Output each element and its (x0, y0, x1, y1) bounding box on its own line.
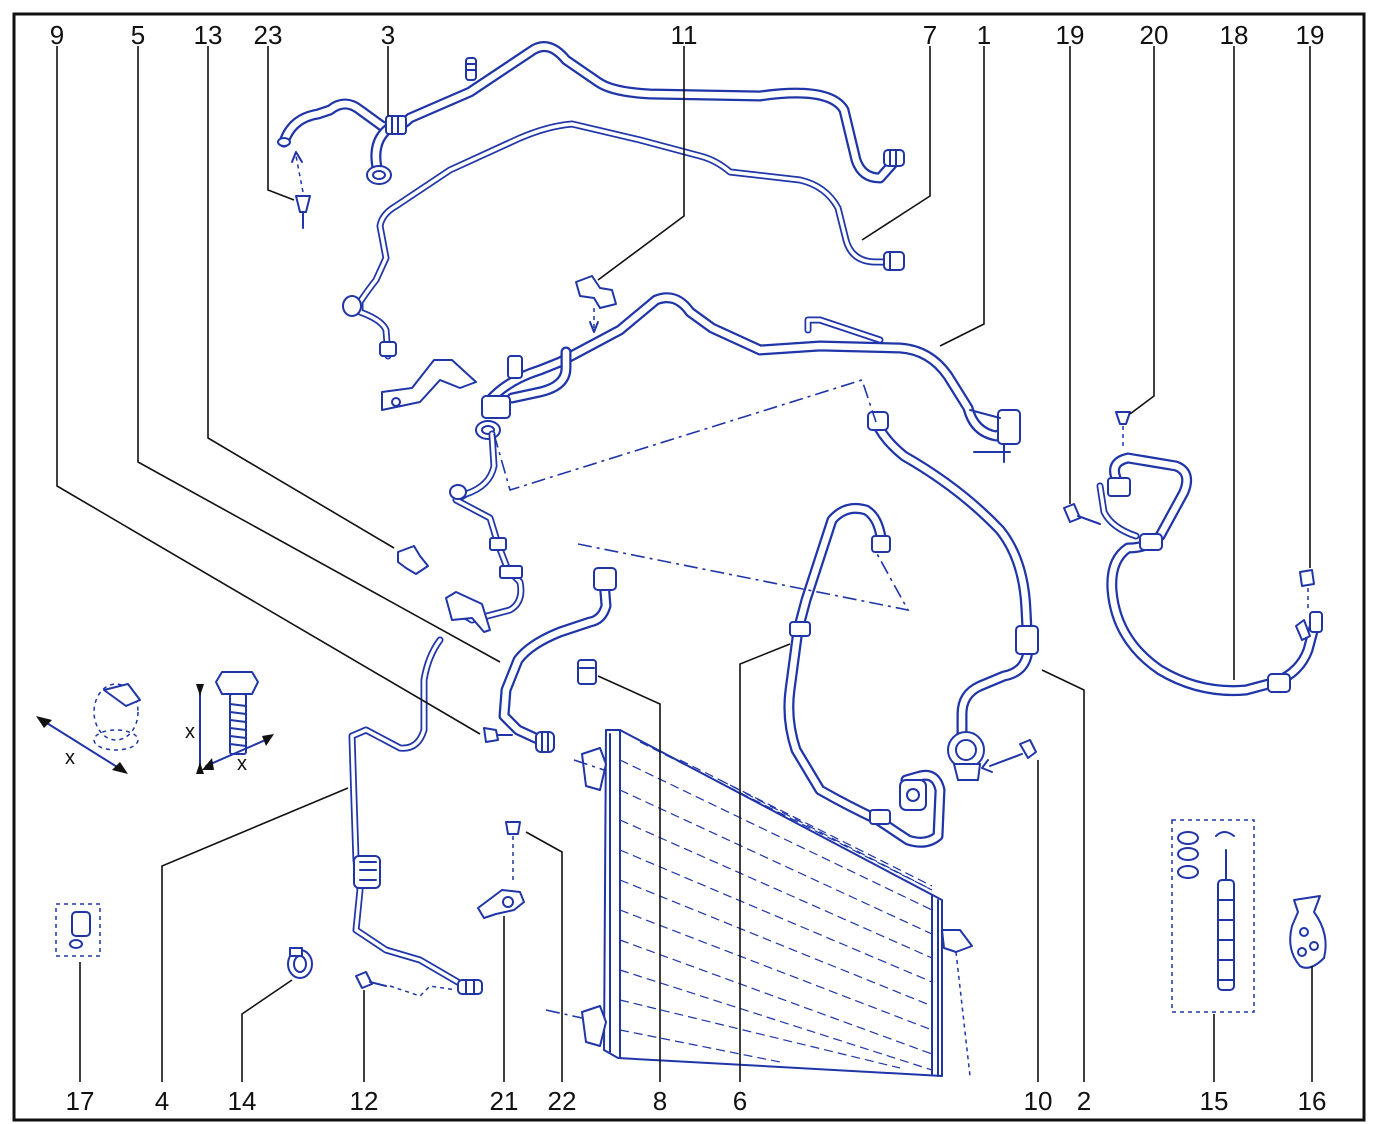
callout-17: 17 (66, 1086, 95, 1116)
callout-15: 15 (1200, 1086, 1229, 1116)
callout-22: 22 (548, 1086, 577, 1116)
part-21-bracket (477, 889, 525, 919)
part-9-pipe (483, 567, 617, 753)
callout-18: 18 (1220, 20, 1249, 50)
bolt-dimension-x-vertical: x (185, 721, 195, 743)
callout-8: 8 (653, 1086, 667, 1116)
callout-1: 1 (977, 20, 991, 50)
part-10-bolt (981, 739, 1037, 773)
callout-13: 13 (194, 20, 223, 50)
part-6-hose (783, 502, 946, 848)
part-22-bolt (505, 821, 521, 880)
clip-dimension-x: x (65, 747, 75, 769)
condenser (581, 729, 973, 1077)
part-3-suction-pipe (277, 41, 905, 185)
part-7-liquid-pipe (342, 120, 905, 360)
clip-dimension-sketch (36, 683, 141, 774)
part-17-valve-cap (55, 903, 101, 957)
part-12-bolt (355, 971, 457, 997)
part-15-drier-kit (1171, 819, 1255, 1013)
callout-labels-bottom: 17 4 14 12 21 22 8 6 10 2 15 16 (66, 1086, 1327, 1116)
alignment-lines (493, 379, 910, 1019)
callout-20: 20 (1140, 20, 1169, 50)
callout-4: 4 (155, 1086, 169, 1116)
part-16-desiccant-bag (1289, 895, 1327, 969)
leader-lines (56, 46, 1313, 1082)
part-18-pipe (1096, 452, 1323, 697)
callout-12: 12 (350, 1086, 379, 1116)
part-23-bolt (291, 151, 311, 229)
callout-9: 9 (50, 20, 64, 50)
part-19-bolt-left (1063, 503, 1101, 525)
part-13-clip (397, 545, 429, 575)
part-20-bolt (1115, 411, 1131, 450)
callout-23: 23 (254, 20, 283, 50)
part-8-seal-block (577, 659, 597, 685)
callout-2: 2 (1077, 1086, 1091, 1116)
callout-21: 21 (490, 1086, 519, 1116)
callout-10: 10 (1024, 1086, 1053, 1116)
callout-7: 7 (923, 20, 937, 50)
callout-5: 5 (131, 20, 145, 50)
callout-19-right: 19 (1296, 20, 1325, 50)
callout-3: 3 (381, 20, 395, 50)
callout-6: 6 (733, 1086, 747, 1116)
part-1-pressure-pipe (381, 292, 1021, 463)
callout-16: 16 (1298, 1086, 1327, 1116)
part-19-bolt-right (1299, 569, 1315, 612)
bolt-dimension-sketch (196, 671, 274, 774)
callout-19-left: 19 (1056, 20, 1085, 50)
callout-labels-top: 9 5 13 23 3 11 7 1 19 20 18 19 (50, 20, 1325, 50)
part-2-hose (867, 411, 1039, 781)
callout-11: 11 (671, 20, 698, 50)
part-14-clamp (287, 947, 313, 979)
part-11-clip (575, 275, 617, 333)
part-4-clamp (353, 855, 483, 995)
bolt-dimension-x-horizontal: x (237, 753, 247, 775)
callout-14: 14 (228, 1086, 257, 1116)
